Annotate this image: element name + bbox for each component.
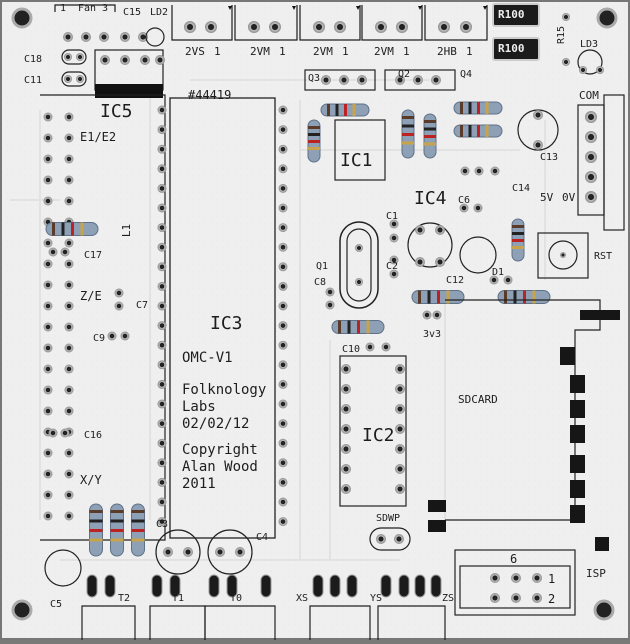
c15-label: C15 bbox=[123, 7, 142, 18]
c18-label: C18 bbox=[24, 54, 43, 65]
hdr-2vm-a-label: 2VM bbox=[250, 45, 270, 58]
mount-holes bbox=[11, 7, 618, 621]
board-name: OMC-V1 bbox=[182, 350, 233, 366]
ic3-pads bbox=[157, 105, 288, 527]
ic3-outline bbox=[169, 97, 276, 539]
hdr-2vm-c-label: 2VM bbox=[374, 45, 394, 58]
isp-pin6-label: 6 bbox=[510, 552, 518, 566]
c5-label: C5 bbox=[50, 599, 63, 610]
ic1-label: IC1 bbox=[340, 150, 373, 171]
com-header bbox=[577, 94, 625, 231]
d1-label: D1 bbox=[492, 267, 505, 278]
c12-label: C12 bbox=[446, 275, 465, 286]
isp-label: ISP bbox=[586, 567, 606, 580]
ic3-label: IC3 bbox=[210, 313, 243, 334]
copyright-holder: Alan Wood bbox=[182, 459, 258, 475]
xs-label: XS bbox=[296, 593, 309, 604]
hdr-2hb-pin: 1 bbox=[466, 45, 473, 58]
ic2-pads bbox=[341, 364, 405, 494]
isp-pin1-label: 1 bbox=[548, 572, 556, 586]
ld2-label: LD2 bbox=[150, 7, 169, 18]
c16-label: C16 bbox=[84, 430, 103, 441]
c1-label: C1 bbox=[386, 211, 399, 222]
q1-label: Q1 bbox=[316, 261, 329, 272]
ld3-label: LD3 bbox=[580, 39, 599, 50]
hdr-2vm-b-label: 2VM bbox=[313, 45, 333, 58]
c10-label: C10 bbox=[342, 344, 361, 355]
hdr-2vm-c-pin: 1 bbox=[403, 45, 410, 58]
maker-line-1: Folknology bbox=[182, 382, 267, 398]
top-headers bbox=[54, 4, 488, 41]
c17-label: C17 bbox=[84, 250, 103, 261]
maker-line-2: Labs bbox=[182, 399, 216, 415]
c9-label: C9 bbox=[93, 333, 106, 344]
e1e2-label: E1/E2 bbox=[80, 130, 117, 144]
c4-label: C4 bbox=[256, 532, 269, 543]
ic2-label: IC2 bbox=[362, 425, 395, 446]
part-number: #44419 bbox=[188, 88, 232, 102]
v3v3-label: 3v3 bbox=[423, 329, 442, 340]
r15-label: R15 bbox=[556, 25, 568, 45]
ys-label: YS bbox=[370, 593, 383, 604]
c11-label: C11 bbox=[24, 75, 43, 86]
fan-pin3-label: 3 bbox=[102, 3, 109, 14]
t0-label: T0 bbox=[230, 593, 243, 604]
t2-label: T2 bbox=[118, 593, 131, 604]
sdcard-label: SDCARD bbox=[458, 393, 498, 406]
l1-label: L1 bbox=[120, 223, 134, 238]
small-cap-pads bbox=[48, 166, 513, 438]
c13-label: C13 bbox=[540, 152, 559, 163]
copyright-label: Copyright bbox=[182, 442, 258, 458]
ze-label: Z/E bbox=[80, 289, 102, 303]
ic5-label: IC5 bbox=[100, 101, 133, 122]
hdr-2vm-b-pin: 1 bbox=[342, 45, 349, 58]
c7-label: C7 bbox=[136, 300, 149, 311]
top-header-pads bbox=[184, 21, 472, 33]
hdr-2vs-label: 2VS bbox=[185, 45, 205, 58]
c3-label: C3 bbox=[156, 519, 169, 530]
isp-header bbox=[454, 549, 576, 616]
sdcard-slot bbox=[445, 299, 601, 521]
hdr-2vm-a-pin: 1 bbox=[279, 45, 286, 58]
fan-pin1-label: 1 bbox=[60, 3, 67, 14]
c8-label: C8 bbox=[314, 277, 327, 288]
rst-label: RST bbox=[594, 251, 613, 262]
q2-label: Q2 bbox=[398, 69, 411, 80]
v5-label: 5V bbox=[540, 191, 554, 204]
sdwp-label: SDWP bbox=[376, 513, 401, 524]
c14-label: C14 bbox=[512, 183, 531, 194]
hdr-2hb-label: 2HB bbox=[437, 45, 457, 58]
ic4-label: IC4 bbox=[414, 188, 447, 209]
isp-pin2-label: 2 bbox=[548, 592, 556, 606]
t1-label: T1 bbox=[172, 593, 185, 604]
c6-label: C6 bbox=[458, 195, 471, 206]
xy-label: X/Y bbox=[80, 473, 102, 487]
v0-label: 0V bbox=[562, 191, 576, 204]
q3-label: Q3 bbox=[308, 73, 321, 84]
bottom-headers bbox=[81, 574, 446, 640]
fan-label: Fan bbox=[78, 3, 97, 14]
com-label: COM bbox=[579, 89, 599, 102]
zs-label: ZS bbox=[442, 593, 455, 604]
hdr-2vs-pin: 1 bbox=[214, 45, 221, 58]
smd-resistor-1-label: R100 bbox=[498, 8, 525, 21]
c2-label: C2 bbox=[386, 261, 399, 272]
copyright-year: 2011 bbox=[182, 476, 216, 492]
q4-label: Q4 bbox=[460, 69, 473, 80]
board-date: 02/02/12 bbox=[182, 416, 250, 432]
smd-resistors bbox=[492, 3, 540, 61]
smd-resistor-2-label: R100 bbox=[498, 42, 525, 55]
